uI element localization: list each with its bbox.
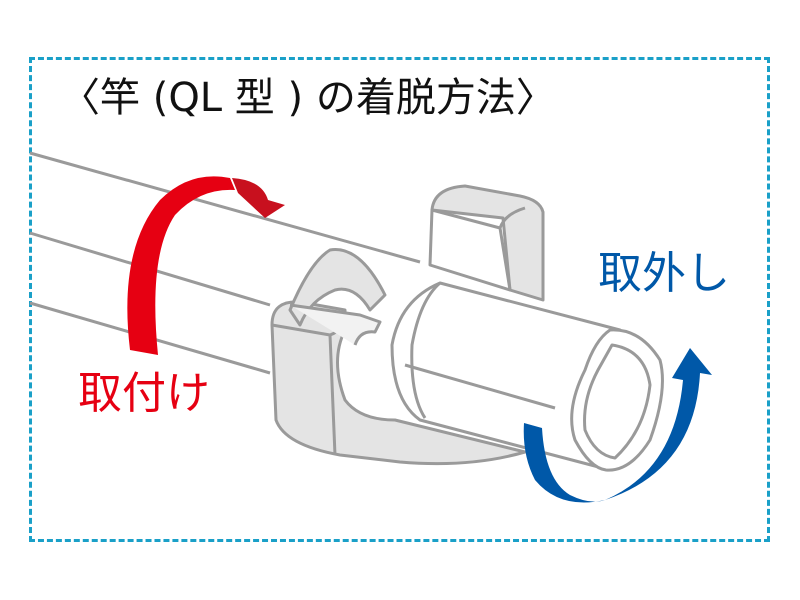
front-clip xyxy=(270,248,527,466)
page-title: 〈竿 (QL 型 ) の着脱方法〉 xyxy=(60,75,556,121)
rear-clip xyxy=(428,184,545,302)
rod-cap xyxy=(390,281,664,472)
attach-label: 取付け xyxy=(78,368,210,419)
dashed-frame xyxy=(29,57,770,542)
attach-arrow-icon xyxy=(127,176,285,355)
remove-arrow-icon xyxy=(523,348,712,503)
remove-label: 取外し xyxy=(598,248,730,299)
